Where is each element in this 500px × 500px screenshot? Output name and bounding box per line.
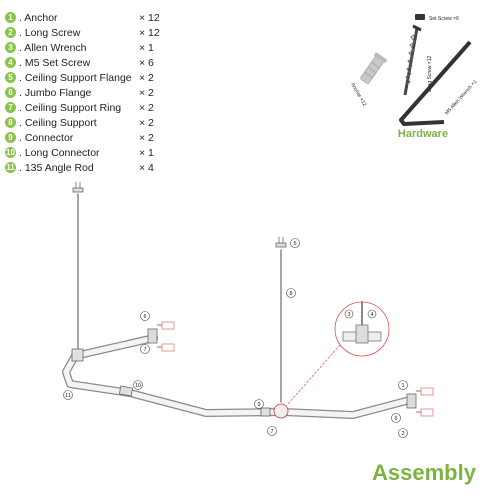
part-name: . Long Connector xyxy=(19,146,100,159)
parts-list: 1. Anchor × 12 2. Long Screw × 12 3. Allen… xyxy=(5,10,165,175)
callout-3 xyxy=(344,309,354,319)
wrench-label: M5 Allen Wrench ×1 xyxy=(444,79,479,116)
callout-11 xyxy=(63,390,73,400)
part-name: . Connector xyxy=(19,131,74,144)
callout-number: 3 xyxy=(347,312,350,318)
part-row: 4. M5 Set Screw × 6 xyxy=(5,55,165,70)
part-quantity: × 2 xyxy=(139,71,154,84)
support-ring-middle xyxy=(273,403,289,419)
part-name: . Long Screw xyxy=(19,26,81,39)
part-name: . Anchor xyxy=(19,11,58,24)
part-name: . 135 Angle Rod xyxy=(19,161,94,174)
part-row: 11. 135 Angle Rod × 4 xyxy=(5,160,165,175)
part-quantity: × 4 xyxy=(139,161,154,174)
callout-6-left xyxy=(140,311,150,321)
part-number-badge: 2 xyxy=(5,27,16,38)
callout-number: 5 xyxy=(293,241,296,247)
callout-number: 9 xyxy=(257,402,260,408)
part-name: . Ceiling Support Flange xyxy=(19,71,132,84)
part-row: 3. Allen Wrench × 1 xyxy=(5,40,165,55)
hardware-panel: Set Screw ×6 Anchor ×12 Long Screw ×12 M… xyxy=(349,14,479,126)
ceiling-flange-middle xyxy=(275,242,287,248)
callout-number: 8 xyxy=(289,291,292,297)
part-quantity: × 6 xyxy=(139,56,154,69)
callout-number: 1 xyxy=(401,383,404,389)
part-quantity: × 12 xyxy=(139,26,160,39)
part-number-badge: 4 xyxy=(5,57,16,68)
jumbo-flange-right xyxy=(406,387,434,417)
callout-10 xyxy=(133,380,143,390)
part-quantity: × 1 xyxy=(139,41,154,54)
shower-rod-assembly xyxy=(62,181,434,419)
long-screw-label: Long Screw ×12 xyxy=(427,56,433,92)
connector xyxy=(260,407,271,417)
part-number-badge: 11 xyxy=(5,162,16,173)
part-quantity: × 2 xyxy=(139,86,154,99)
anchor-image xyxy=(360,52,388,84)
part-name: . Ceiling Support xyxy=(19,116,97,129)
part-number-badge: 1 xyxy=(5,12,16,23)
callout-1 xyxy=(398,380,408,390)
part-quantity: × 2 xyxy=(139,101,154,114)
callout-numbers: 6 7 11 10 5 8 9 7 3 4 1 6 2 xyxy=(65,241,404,437)
part-quantity: × 12 xyxy=(139,11,160,24)
callout-6-right xyxy=(391,413,401,423)
part-row: 9. Connector × 2 xyxy=(5,130,165,145)
part-number-badge: 5 xyxy=(5,72,16,83)
callout-7-left xyxy=(140,344,150,354)
detail-pointer xyxy=(286,344,341,406)
callout-number: 10 xyxy=(135,383,141,389)
set-screw-label: Set Screw ×6 xyxy=(429,16,459,22)
callout-2 xyxy=(398,428,408,438)
assembly-title: Assembly xyxy=(372,460,476,485)
part-number-badge: 10 xyxy=(5,147,16,158)
part-number-badge: 6 xyxy=(5,87,16,98)
part-number-badge: 7 xyxy=(5,102,16,113)
callout-5 xyxy=(290,238,300,248)
allen-wrench-image xyxy=(399,40,472,126)
callout-9 xyxy=(254,399,264,409)
jumbo-flange-left xyxy=(147,321,175,352)
set-screw-image xyxy=(415,14,425,20)
long-connector xyxy=(118,385,134,397)
callout-number: 2 xyxy=(401,431,404,437)
long-screw-image xyxy=(403,24,422,96)
part-name: . Jumbo Flange xyxy=(19,86,92,99)
part-name: . Ceiling Support Ring xyxy=(19,101,122,114)
callout-number: 6 xyxy=(143,314,146,320)
part-number-badge: 3 xyxy=(5,42,16,53)
part-row: 7. Ceiling Support Ring × 2 xyxy=(5,100,165,115)
part-row: 8. Ceiling Support × 2 xyxy=(5,115,165,130)
callout-number: 6 xyxy=(394,416,397,422)
part-quantity: × 1 xyxy=(139,146,154,159)
part-number-badge: 9 xyxy=(5,132,16,143)
part-row: 10. Long Connector × 1 xyxy=(5,145,165,160)
part-row: 2. Long Screw × 12 xyxy=(5,25,165,40)
part-number-badge: 8 xyxy=(5,117,16,128)
callout-4 xyxy=(367,309,377,319)
part-name: . M5 Set Screw xyxy=(19,56,91,69)
part-row: 5. Ceiling Support Flange × 2 xyxy=(5,70,165,85)
callout-number: 11 xyxy=(65,393,71,399)
callout-8 xyxy=(286,288,296,298)
part-quantity: × 2 xyxy=(139,116,154,129)
ceiling-flange-left xyxy=(72,187,84,193)
callout-number: 7 xyxy=(270,429,273,435)
callouts xyxy=(63,238,408,438)
callout-number: 4 xyxy=(370,312,373,318)
support-ring-left xyxy=(71,348,84,362)
anchor-label: Anchor ×12 xyxy=(349,82,367,107)
part-row: 6. Jumbo Flange × 2 xyxy=(5,85,165,100)
part-row: 1. Anchor × 12 xyxy=(5,10,165,25)
callout-7-middle xyxy=(267,426,277,436)
hardware-title: Hardware xyxy=(397,128,449,140)
callout-number: 7 xyxy=(143,347,146,353)
part-name: . Allen Wrench xyxy=(19,41,87,54)
part-quantity: × 2 xyxy=(139,131,154,144)
